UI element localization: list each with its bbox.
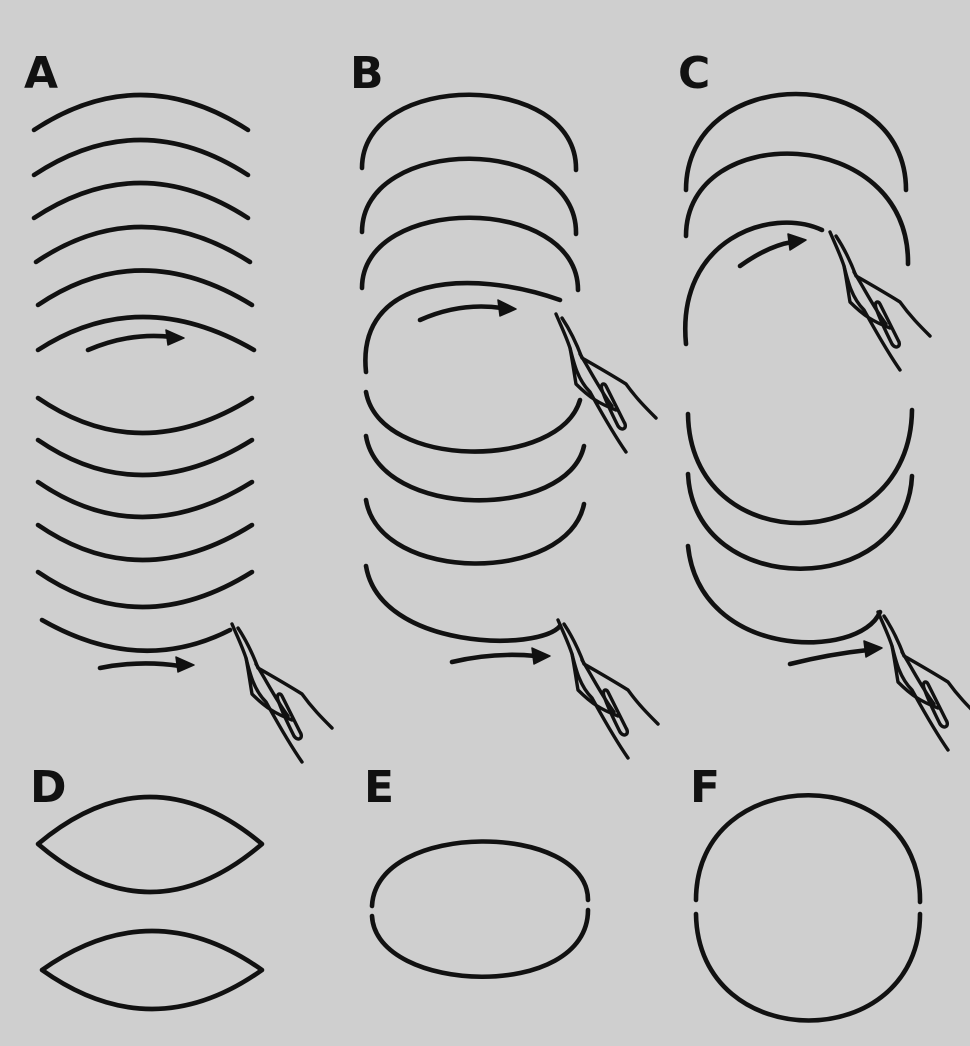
- circle-upper-arc: [696, 795, 920, 902]
- needle-holder-icon: [558, 620, 658, 758]
- lens-shape-lower: [42, 931, 262, 1009]
- arrow-icon: [452, 648, 550, 664]
- needle-holder-icon: [878, 612, 970, 750]
- arrow-icon: [740, 234, 806, 266]
- panel-label-e: E: [364, 762, 394, 813]
- needle-holder-icon: [232, 624, 332, 762]
- panel-label-b: B: [350, 48, 384, 99]
- ellipse-upper-arc: [372, 841, 588, 906]
- panel-label-c: C: [678, 48, 710, 99]
- needle-holder-icon: [556, 314, 656, 452]
- lens-shape-upper: [38, 797, 262, 892]
- arrow-icon: [88, 330, 184, 350]
- arrow-icon: [420, 300, 516, 320]
- arrow-icon: [100, 657, 194, 672]
- panel-label-f: F: [690, 762, 720, 813]
- panel-e: E: [364, 762, 588, 977]
- suture-loops-lower: [688, 410, 912, 642]
- suture-loops-upper: [362, 95, 578, 372]
- panel-f: F: [690, 762, 920, 1021]
- panel-label-d: D: [30, 762, 67, 813]
- panel-b: B: [350, 48, 658, 758]
- suture-arcs-lower: [38, 398, 252, 651]
- needle-holder-icon: [830, 232, 930, 370]
- suture-arcs-upper: [34, 95, 254, 350]
- panel-label-a: A: [24, 48, 58, 99]
- suture-loops-lower: [366, 392, 584, 641]
- panel-d: D: [30, 762, 262, 1009]
- ellipse-lower-arc: [372, 910, 588, 977]
- panel-a: A: [24, 48, 332, 762]
- circle-lower-arc: [696, 914, 920, 1021]
- panel-c: C: [678, 48, 970, 750]
